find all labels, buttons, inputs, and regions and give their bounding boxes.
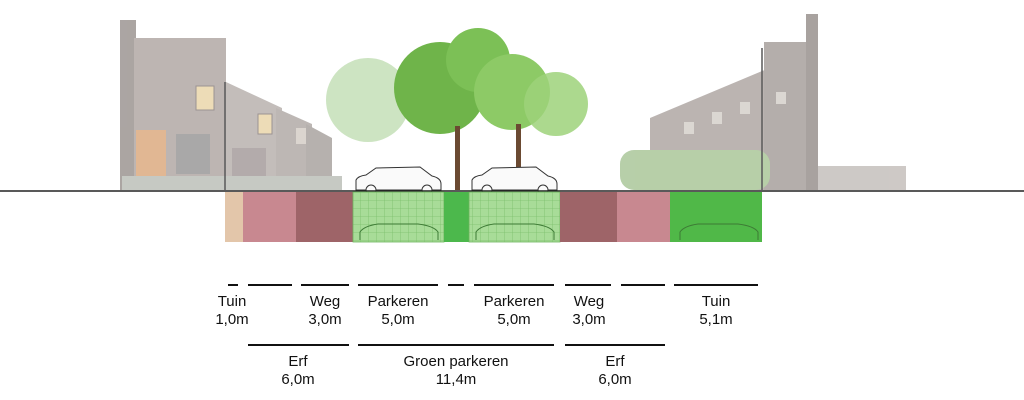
strip-erf-left — [243, 192, 296, 242]
label-groen: Groen parkeren 11,4m — [386, 353, 526, 389]
car-outline-1 — [359, 223, 439, 240]
strip-parkeren-left — [352, 191, 445, 243]
label-erf-left-width: 6,0m — [281, 371, 315, 388]
dim-line-erf-left — [248, 344, 349, 346]
label-erf-right-name: Erf — [605, 353, 625, 370]
dim-line-erf-left-top — [248, 284, 292, 286]
label-tuin-left: Tuin 1,0m — [208, 293, 256, 329]
label-parkeren-right-width: 5,0m — [497, 311, 531, 328]
tree-crown-back — [326, 58, 410, 142]
tree-icon — [326, 28, 588, 190]
strip-green-middle — [444, 192, 469, 242]
strip-parkeren-right — [468, 191, 561, 243]
label-parkeren-right: Parkeren 5,0m — [472, 293, 556, 329]
left-house-facade-1 — [120, 20, 136, 190]
dim-line-groen — [358, 344, 554, 346]
left-house-window-2 — [257, 113, 273, 135]
tree-trunk-2 — [516, 124, 521, 190]
strip-weg-right — [560, 192, 617, 242]
label-erf-left: Erf 6,0m — [258, 353, 338, 389]
tree-crown-4 — [524, 72, 588, 136]
left-house-roof-3 — [306, 124, 332, 190]
left-house-window-3 — [296, 128, 306, 144]
dim-line-weg-right — [565, 284, 611, 286]
dim-line-erf-right — [565, 344, 665, 346]
strip-erf-right — [617, 192, 670, 242]
tree-trunk-1 — [455, 126, 460, 190]
dim-line-green-middle — [448, 284, 464, 286]
label-erf-left-name: Erf — [288, 353, 308, 370]
car-outline-icons — [359, 223, 759, 240]
strip-tuin-left — [225, 192, 243, 242]
label-groen-width: 11,4m — [435, 371, 477, 388]
left-house-window-5 — [232, 148, 266, 178]
car-outline-2 — [475, 223, 555, 240]
section-strips — [225, 191, 762, 243]
right-house-wall — [818, 166, 906, 190]
right-house-window-2 — [712, 112, 722, 124]
label-parkeren-left-name: Parkeren — [367, 293, 429, 310]
left-house-door-1 — [136, 130, 166, 178]
dim-line-parkeren-left — [358, 284, 438, 286]
right-house-side — [806, 14, 818, 190]
label-tuin-right-name: Tuin — [701, 293, 731, 310]
dim-line-tuin-right — [674, 284, 758, 286]
cross-section-drawing — [0, 14, 1024, 243]
left-houses — [120, 20, 342, 190]
car-icon — [355, 166, 558, 196]
label-parkeren-left: Parkeren 5,0m — [356, 293, 440, 329]
left-house-window-4 — [176, 134, 210, 174]
car-outline-3 — [679, 223, 759, 240]
label-groen-name: Groen parkeren — [403, 353, 509, 370]
strip-weg-left — [296, 192, 353, 242]
dim-line-erf-right-top — [621, 284, 665, 286]
label-tuin-left-width: 1,0m — [215, 311, 249, 328]
right-house-window-3 — [740, 102, 750, 114]
label-weg-left-name: Weg — [309, 293, 341, 310]
label-weg-right-width: 3,0m — [572, 311, 606, 328]
left-house-window-1 — [195, 85, 215, 111]
label-parkeren-right-name: Parkeren — [483, 293, 545, 310]
label-weg-left-width: 3,0m — [308, 311, 342, 328]
label-tuin-right-width: 5,1m — [699, 311, 733, 328]
right-house-window-1 — [684, 122, 694, 134]
right-houses — [620, 14, 906, 190]
label-erf-right-width: 6,0m — [598, 371, 632, 388]
label-weg-right: Weg 3,0m — [560, 293, 618, 329]
label-parkeren-left-width: 5,0m — [381, 311, 415, 328]
label-weg-right-name: Weg — [573, 293, 605, 310]
label-weg-left: Weg 3,0m — [296, 293, 354, 329]
dim-line-tuin-left — [228, 284, 238, 286]
left-house-fence — [122, 176, 342, 190]
car-right-body — [471, 166, 558, 191]
label-erf-right: Erf 6,0m — [575, 353, 655, 389]
car-left-body — [355, 166, 442, 191]
dim-line-weg-left — [301, 284, 349, 286]
strip-tuin-right — [670, 192, 762, 242]
right-house-window-4 — [776, 92, 786, 104]
label-tuin-left-name: Tuin — [217, 293, 247, 310]
right-house-greenery — [620, 150, 770, 190]
label-tuin-right: Tuin 5,1m — [676, 293, 756, 329]
dim-line-parkeren-right — [474, 284, 554, 286]
